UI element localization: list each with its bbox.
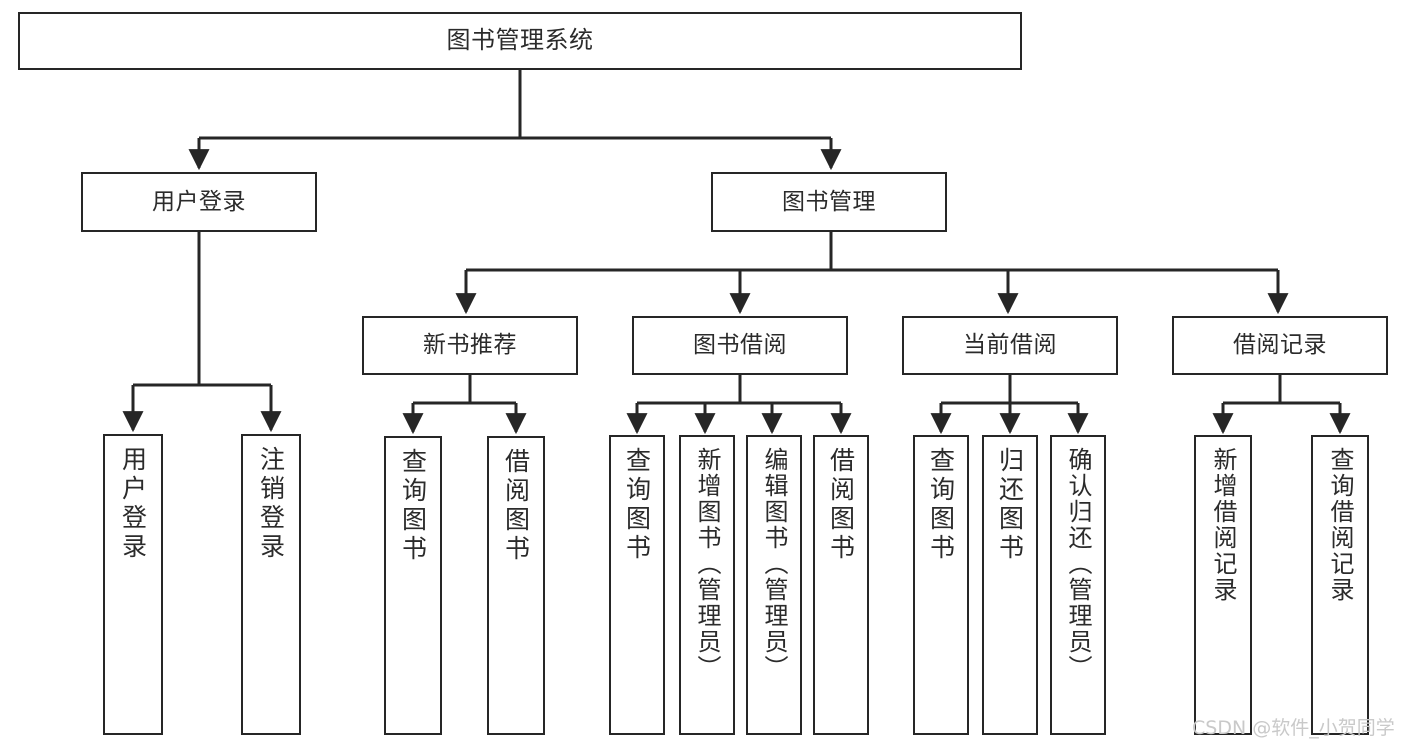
node-label: 新增借阅记录 (1209, 447, 1237, 603)
csdn-watermark: CSDN @软件_小贺同学 (1192, 717, 1395, 739)
node-new-book-recommendation[interactable]: 新书推荐 (362, 316, 578, 375)
node-label: 当前借阅 (963, 332, 1057, 359)
node-label: 借阅图书 (501, 448, 531, 564)
node-label: 确认归还（管理员） (1064, 447, 1092, 681)
node-label: 查询借阅记录 (1326, 447, 1354, 603)
leaf-new-book-query[interactable]: 查询图书 (384, 436, 442, 735)
leaf-borrow-add-book-admin[interactable]: 新增图书（管理员） (679, 435, 735, 735)
leaf-borrow-query-book[interactable]: 查询图书 (609, 435, 665, 735)
node-book-management[interactable]: 图书管理 (711, 172, 947, 232)
leaf-borrow-borrow-book[interactable]: 借阅图书 (813, 435, 869, 735)
leaf-user-login-signin[interactable]: 用户登录 (103, 434, 163, 735)
node-label: 图书管理系统 (446, 26, 594, 55)
leaf-records-query-record[interactable]: 查询借阅记录 (1311, 435, 1369, 735)
node-label: 用户登录 (152, 188, 246, 215)
leaf-user-login-signout[interactable]: 注销登录 (241, 434, 301, 735)
leaf-current-query-book[interactable]: 查询图书 (913, 435, 969, 735)
node-label: 归还图书 (995, 447, 1025, 563)
node-label: 用户登录 (118, 446, 148, 562)
leaf-current-return-book[interactable]: 归还图书 (982, 435, 1038, 735)
node-user-login[interactable]: 用户登录 (81, 172, 317, 232)
node-label: 查询图书 (398, 448, 428, 564)
leaf-borrow-edit-book-admin[interactable]: 编辑图书（管理员） (746, 435, 802, 735)
node-label: 编辑图书（管理员） (760, 447, 788, 681)
node-label: 查询图书 (622, 447, 652, 563)
leaf-current-confirm-return-admin[interactable]: 确认归还（管理员） (1050, 435, 1106, 735)
node-book-borrowing[interactable]: 图书借阅 (632, 316, 848, 375)
node-label: 注销登录 (256, 446, 286, 562)
node-current-borrowing[interactable]: 当前借阅 (902, 316, 1118, 375)
node-label: 新增图书（管理员） (693, 447, 721, 681)
node-root-book-management-system[interactable]: 图书管理系统 (18, 12, 1022, 70)
node-borrow-records[interactable]: 借阅记录 (1172, 316, 1388, 375)
leaf-new-book-borrow[interactable]: 借阅图书 (487, 436, 545, 735)
node-label: 图书借阅 (693, 332, 787, 359)
node-label: 借阅记录 (1233, 332, 1327, 359)
node-label: 新书推荐 (423, 332, 517, 359)
leaf-records-add-record[interactable]: 新增借阅记录 (1194, 435, 1252, 735)
node-label: 借阅图书 (826, 447, 856, 563)
node-label: 查询图书 (926, 447, 956, 563)
node-label: 图书管理 (782, 188, 876, 215)
